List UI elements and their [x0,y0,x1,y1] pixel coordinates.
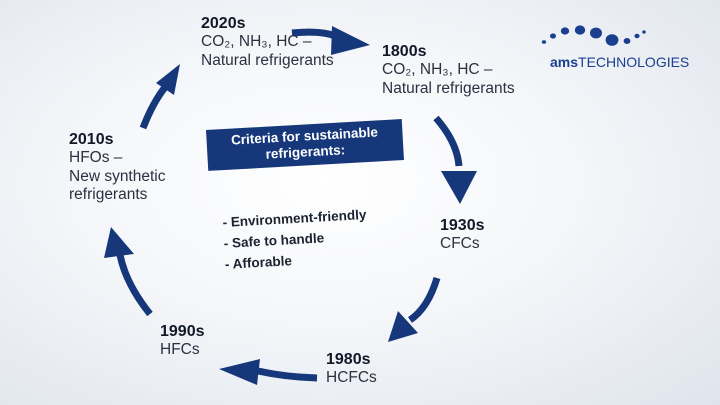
arrowhead-2020s [156,64,180,95]
node-year: 1930s [440,217,485,234]
node-description: HFCs [160,341,200,359]
arrow-1990s-to-2010s [116,254,153,317]
criteria-list: - Environment-friendly - Safe to handle … [222,204,369,275]
arrowhead-1980s [388,311,418,342]
node-2010s: 2010s HFOs – New synthetic refrigerants [69,130,165,205]
arrowhead-1990s [219,359,260,385]
node-description: CFCs [440,235,480,253]
logo-wordmark: amsTECHNOLOGIES [550,54,690,70]
node-1930s: 1930s CFCs [440,216,485,254]
node-description: HFOs – New synthetic refrigerants [69,149,166,204]
node-year: 2020s [201,15,246,32]
node-year: 1980s [326,351,371,368]
dots-arc-icon [541,25,646,46]
arrowhead-1800s [331,26,370,55]
node-description: CO₂, NH₃, HC – Natural refrigerants [201,33,334,69]
node-year: 1800s [382,43,427,60]
node-2020s: 2020s CO₂, NH₃, HC – Natural refrigerant… [201,14,334,70]
arrow-1800s-to-1930s [433,115,463,167]
node-1990s: 1990s HFCs [160,322,205,360]
arrow-2010s-to-2020s [139,83,169,130]
node-description: HCFCs [326,369,377,387]
arrowhead-2010s [104,227,134,258]
node-1980s: 1980s HCFCs [326,350,377,388]
company-logo: amsTECHNOLOGIES [540,22,690,74]
arrowhead-1930s [441,171,477,204]
arrow-1930s-to-1980s [407,276,441,323]
arrow-1980s-to-1990s [257,367,318,382]
node-description: CO₂, NH₃, HC – Natural refrigerants [382,61,515,97]
node-year: 2010s [69,131,114,148]
node-1800s: 1800s CO₂, NH₃, HC – Natural refrigerant… [382,42,515,98]
node-year: 1990s [160,323,205,340]
